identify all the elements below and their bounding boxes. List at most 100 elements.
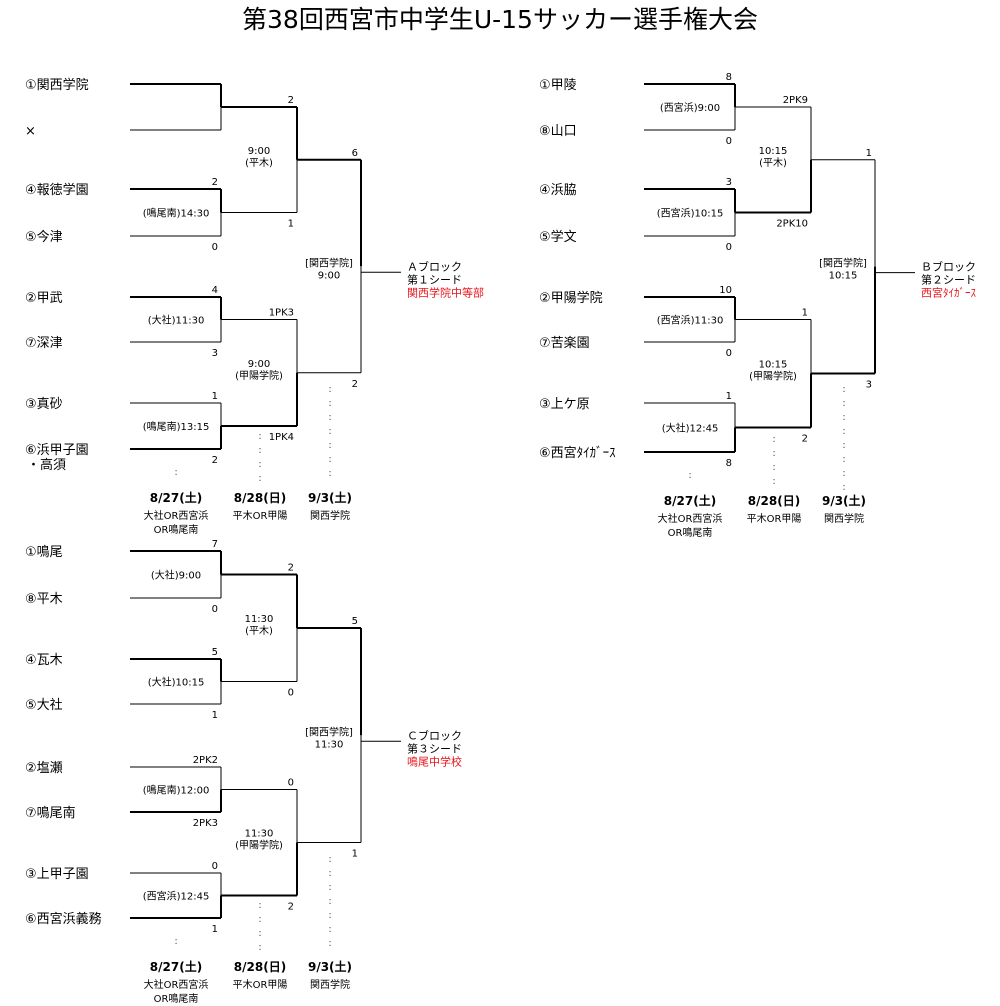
score: 0 (726, 136, 732, 147)
score: 3 (212, 348, 218, 359)
final-time: 10:15 (829, 271, 858, 282)
seed-label: 第１シード (407, 272, 462, 286)
schedule-date: 8/28(日) (748, 494, 800, 508)
match-time: 9:00 (248, 146, 270, 157)
block-label: Ｂブロック (921, 260, 976, 274)
schedule-date: 8/27(土) (664, 493, 716, 508)
team-name: ④浜脇 (539, 183, 577, 198)
match-venue: (西宮浜)9:00 (660, 101, 720, 114)
score: 0 (212, 604, 218, 615)
schedule-dots: : (174, 467, 177, 478)
schedule-dots: : (842, 482, 845, 493)
schedule-dots: : (328, 910, 331, 921)
match-venue: (鳴尾南)12:00 (143, 784, 210, 797)
match-venue: (平木) (245, 625, 273, 637)
final-time: 11:30 (315, 739, 344, 750)
score: 2PK9 (783, 95, 808, 106)
schedule-dots: : (328, 896, 331, 907)
score: 2 (288, 902, 294, 913)
score: 3 (726, 177, 732, 188)
block-label: Ａブロック (407, 259, 462, 273)
schedule-dots: : (174, 936, 177, 947)
team-name: ⑤学文 (539, 229, 577, 245)
schedule-date: 8/27(土) (150, 959, 202, 974)
match-venue: (鳴尾南)13:15 (143, 420, 210, 433)
score: 0 (288, 688, 294, 699)
schedule-venue: 大社OR西宮浜 (144, 509, 209, 522)
schedule-dots: : (842, 454, 845, 465)
schedule-dots: : (842, 412, 845, 423)
team-name: × (25, 124, 36, 139)
schedule-dots: : (842, 468, 845, 479)
schedule-dots: : (842, 440, 845, 451)
team-name: ②甲武 (25, 291, 63, 306)
team-name: ④瓦木 (25, 653, 63, 668)
score: 7 (212, 539, 218, 550)
schedule-date: 8/28(日) (234, 491, 286, 505)
team-name: ⑤大社 (25, 697, 63, 713)
schedule-venue: 平木OR甲陽 (233, 979, 288, 991)
match-time: 11:30 (245, 614, 274, 625)
schedule-dots: : (328, 868, 331, 879)
score: 10 (719, 285, 732, 296)
schedule-dots: : (258, 459, 261, 470)
schedule-venue: OR鳴尾南 (154, 992, 199, 1005)
match-venue: (大社)10:15 (148, 676, 205, 689)
schedule-date: 9/3(土) (308, 959, 352, 974)
score: 1 (212, 391, 218, 402)
schedule-dots: : (772, 462, 775, 473)
schedule-dots: : (258, 445, 261, 456)
score: 2PK2 (193, 755, 218, 766)
score: 1 (288, 219, 294, 230)
team-name: ⑦深津 (25, 336, 63, 351)
match-venue: (大社)11:30 (148, 314, 205, 327)
score: 3 (866, 380, 872, 391)
team-name: ③上ケ原 (539, 397, 590, 412)
schedule-dots: : (328, 854, 331, 865)
score: 1PK4 (269, 432, 294, 443)
score: 2 (288, 563, 294, 574)
schedule-venue: 関西学院 (310, 509, 350, 522)
team-name: ②甲陽学院 (539, 290, 603, 306)
match-venue: (平木) (759, 157, 787, 169)
team-name: ⑧山口 (539, 124, 577, 139)
score: 0 (212, 861, 218, 872)
score: 2 (212, 177, 218, 188)
team-name: ①鳴尾 (25, 545, 63, 560)
schedule-dots: : (258, 900, 261, 911)
score: 2PK10 (776, 219, 808, 230)
match-venue: (西宮浜)11:30 (657, 314, 724, 327)
match-venue: (平木) (245, 157, 273, 169)
schedule-dots: : (772, 476, 775, 487)
score: 1 (866, 148, 872, 159)
final-time: 9:00 (318, 270, 340, 281)
schedule-date: 8/27(土) (150, 490, 202, 505)
team-name: ③上甲子園 (25, 867, 89, 882)
schedule-venue: 平木OR甲陽 (233, 510, 288, 522)
schedule-dots: : (328, 426, 331, 437)
block-winner: 西宮ﾀｲｶﾞｰｽ (921, 286, 976, 300)
score: 0 (726, 348, 732, 359)
seed-label: 第３シード (407, 741, 462, 755)
schedule-dots: : (328, 384, 331, 395)
team-name: ⑤今津 (25, 229, 63, 245)
schedule-dots: : (328, 938, 331, 949)
score: 8 (726, 458, 732, 469)
schedule-dots: : (258, 914, 261, 925)
schedule-dots: : (258, 431, 261, 442)
final-venue: [関西学院] (305, 256, 353, 269)
schedule-dots: : (258, 473, 261, 484)
schedule-dots: : (688, 470, 691, 481)
team-name: ⑥西宮ﾀｲｶﾞｰｽ (539, 445, 616, 461)
score: 2 (288, 95, 294, 106)
match-venue: (西宮浜)10:15 (657, 207, 724, 220)
schedule-venue: 平木OR甲陽 (747, 513, 802, 525)
schedule-dots: : (328, 468, 331, 479)
score: 2 (352, 379, 358, 390)
score: 1PK3 (269, 308, 294, 319)
match-venue: (大社)9:00 (151, 569, 201, 582)
score: 0 (726, 242, 732, 253)
schedule-dots: : (772, 434, 775, 445)
schedule-venue: 関西学院 (824, 512, 864, 525)
